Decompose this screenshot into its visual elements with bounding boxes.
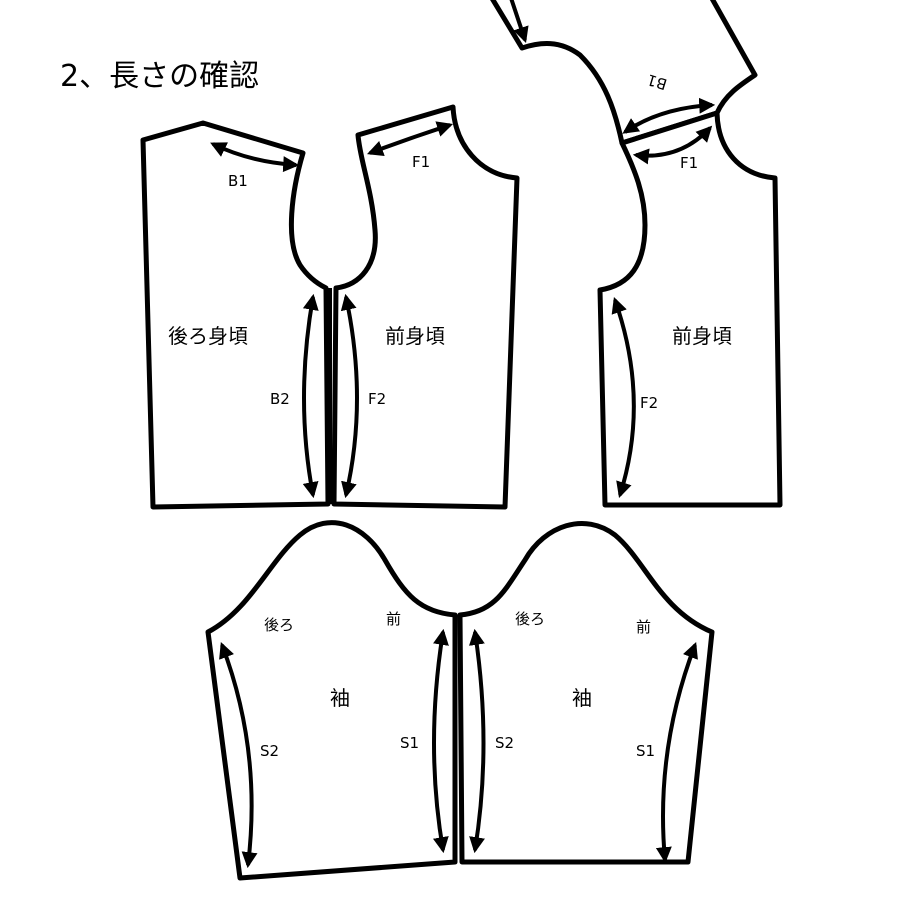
page-title: 2、長さの確認 [60, 59, 259, 94]
right-s2-label: S2 [495, 734, 514, 752]
left-sleeve-piece [205, 520, 458, 881]
overlay-front-label: 前身頃 [672, 324, 732, 348]
b1-label: B1 [228, 172, 248, 190]
s1-left-arrow [432, 628, 449, 854]
s2-right-arrow [468, 628, 486, 854]
left-s1-label: S1 [400, 734, 419, 752]
overlay-f1-arrow [632, 125, 713, 165]
overlay-f2-arrow [611, 296, 636, 499]
front-bodice-overlay-piece [597, 110, 783, 508]
left-sleeve-front-label: 前 [386, 610, 401, 628]
f1-label: F1 [412, 153, 430, 171]
back-bodice-label: 後ろ身頃 [168, 324, 248, 348]
left-s2-label: S2 [260, 742, 279, 760]
overlay-b1-arrow [622, 97, 716, 134]
f2-arrow [340, 293, 359, 499]
front-bodice-piece [331, 104, 520, 510]
b2-arrow [302, 293, 319, 499]
s1-right-arrow [655, 642, 698, 864]
right-sleeve-front-label: 前 [636, 618, 651, 636]
b2-label: B2 [270, 390, 290, 408]
overlay-b1-label: B1 [645, 70, 669, 93]
s2-left-arrow [219, 642, 258, 869]
b1-arrow [210, 142, 300, 173]
top-arrow [509, 0, 529, 44]
right-s1-label: S1 [636, 742, 655, 760]
right-sleeve-back-label: 後ろ [515, 610, 545, 628]
left-sleeve-label: 袖 [330, 686, 350, 710]
f2-label: F2 [368, 390, 386, 408]
overlay-f1-label: F1 [680, 154, 698, 172]
overlay-f2-label: F2 [640, 394, 658, 412]
f1-arrow [367, 121, 454, 156]
right-sleeve-label: 袖 [572, 686, 592, 710]
left-sleeve-back-label: 後ろ [264, 616, 294, 634]
front-bodice-label: 前身頃 [385, 324, 445, 348]
right-sleeve-piece [457, 521, 715, 865]
